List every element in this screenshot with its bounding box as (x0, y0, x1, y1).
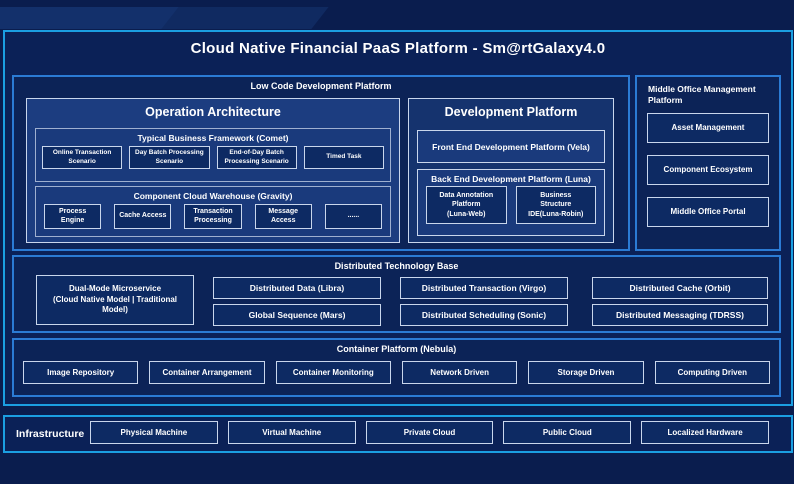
component-ecosystem-box: Component Ecosystem (647, 154, 769, 185)
component-cloud-warehouse: Component Cloud Warehouse (Gravity) Proc… (35, 186, 391, 237)
page-title: Cloud Native Financial PaaS Platform - S… (190, 40, 606, 57)
container-arrangement-box: Container Arrangement (149, 361, 265, 384)
storage-driven-box: Storage Driven (528, 361, 644, 384)
infrastructure-panel: Infrastructure Physical Machine Virtual … (3, 415, 793, 453)
distributed-technology-base: Distributed Technology Base Dual-Mode Mi… (12, 255, 781, 333)
middle-office-items: Asset Management Component Ecosystem Mid… (637, 107, 779, 227)
development-platform-title: Development Platform (444, 105, 578, 119)
component-box: ...... (324, 204, 383, 229)
deco-stripe-right (161, 7, 329, 29)
back-end-development-platform: Back End Development Platform (Luna) Dat… (417, 169, 605, 236)
virtual-machine-box: Virtual Machine (227, 421, 356, 444)
localized-hardware-box: Localized Hardware (641, 421, 769, 444)
component-box: Transaction Processing (184, 204, 242, 229)
component-cloud-warehouse-label: Component Cloud Warehouse (Gravity) (133, 191, 293, 201)
global-sequence-box: Global Sequence (Mars) (213, 304, 381, 326)
physical-machine-box: Physical Machine (90, 421, 218, 444)
scenario-box: Timed Task (303, 146, 384, 169)
infrastructure-items: Physical Machine Virtual Machine Private… (90, 421, 769, 444)
component-box: Process Engine (44, 204, 102, 229)
private-cloud-box: Private Cloud (365, 421, 494, 444)
typical-business-framework-items: Online Transaction Scenario Day Batch Pr… (36, 143, 390, 169)
scenario-box: Online Transaction Scenario (42, 146, 123, 169)
image-repository-box: Image Repository (23, 361, 139, 384)
distributed-scheduling-box: Distributed Scheduling (Sonic) (400, 304, 568, 326)
middle-office-management-platform: Middle Office Management Platform Asset … (635, 75, 781, 251)
operation-architecture: Operation Architecture Typical Business … (26, 98, 400, 243)
distributed-transaction-box: Distributed Transaction (Virgo) (400, 277, 568, 299)
business-structure-ide: Business Structure IDE(Luna-Robin) (515, 186, 596, 224)
back-end-items: Data Annotation Platform (Luna-Web) Busi… (418, 184, 604, 224)
network-driven-box: Network Driven (401, 361, 518, 384)
infrastructure-label: Infrastructure (16, 428, 85, 440)
middle-office-label: Middle Office Management Platform (648, 84, 756, 106)
component-box: Cache Access (114, 204, 172, 229)
component-cloud-warehouse-items: Process Engine Cache Access Transaction … (36, 201, 390, 229)
low-code-development-platform: Low Code Development Platform Operation … (12, 75, 630, 251)
container-monitoring-box: Container Monitoring (275, 361, 391, 384)
distributed-messaging-box: Distributed Messaging (TDRSS) (592, 304, 768, 326)
dual-mode-microservice-box: Dual-Mode Microservice (Cloud Native Mod… (36, 275, 194, 325)
distributed-data-box: Distributed Data (Libra) (213, 277, 381, 299)
typical-business-framework-label: Typical Business Framework (Comet) (137, 133, 289, 143)
asset-management-box: Asset Management (647, 112, 769, 143)
main-panel: Cloud Native Financial PaaS Platform - S… (3, 30, 793, 406)
component-box: Message Access (254, 204, 312, 229)
data-annotation-platform: Data Annotation Platform (Luna-Web) (426, 186, 507, 224)
front-end-development-platform: Front End Development Platform (Vela) (417, 130, 605, 163)
back-end-label: Back End Development Platform (Luna) (431, 174, 591, 184)
typical-business-framework: Typical Business Framework (Comet) Onlin… (35, 128, 391, 182)
container-platform-items: Image Repository Container Arrangement C… (14, 354, 779, 384)
computing-driven-box: Computing Driven (654, 361, 770, 384)
container-platform: Container Platform (Nebula) Image Reposi… (12, 338, 781, 397)
development-platform: Development Platform Front End Developme… (408, 98, 614, 243)
distributed-cache-box: Distributed Cache (Orbit) (592, 277, 768, 299)
low-code-label: Low Code Development Platform (250, 81, 392, 91)
scenario-box: End-of-Day Batch Processing Scenario (216, 146, 297, 169)
operation-architecture-title: Operation Architecture (145, 105, 281, 119)
public-cloud-box: Public Cloud (503, 421, 632, 444)
distributed-label: Distributed Technology Base (334, 261, 459, 271)
middle-office-portal-box: Middle Office Portal (647, 196, 769, 227)
container-platform-label: Container Platform (Nebula) (336, 344, 457, 354)
scenario-box: Day Batch Processing Scenario (129, 146, 210, 169)
deco-stripe-left (0, 7, 189, 29)
